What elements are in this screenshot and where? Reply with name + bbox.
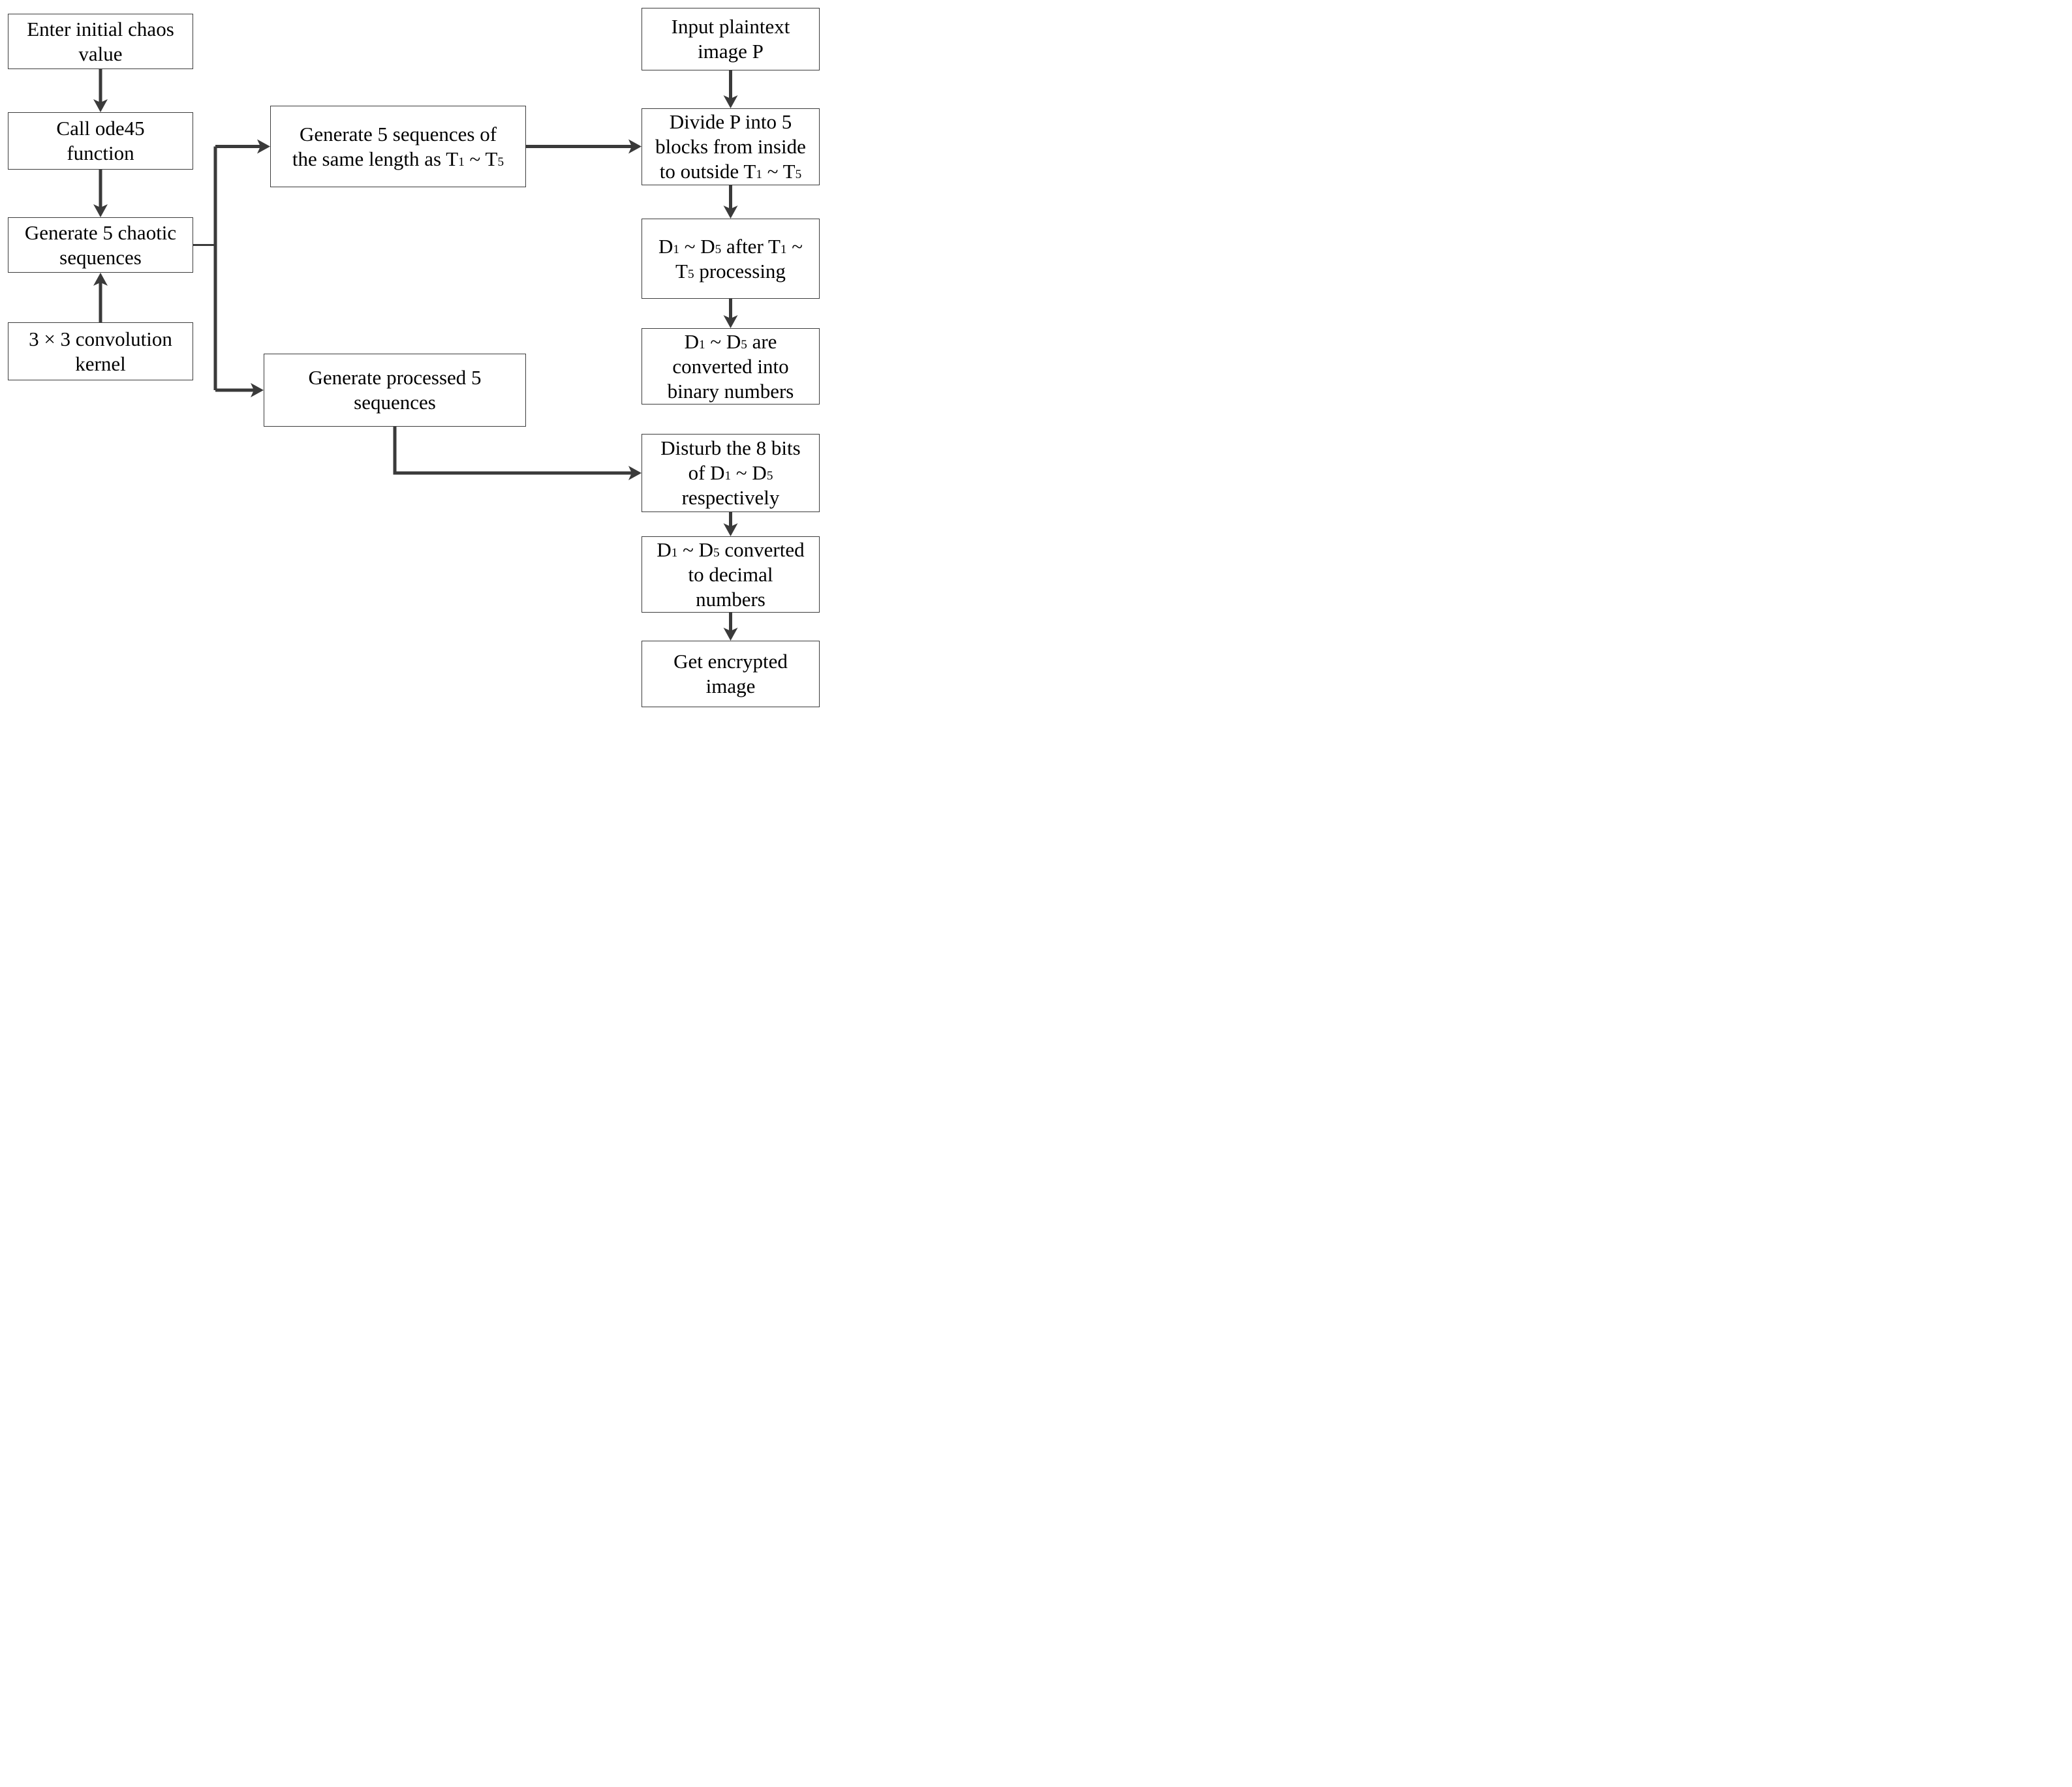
arrow-enter-initial-chaos-to-call-ode45 — [93, 69, 108, 112]
node-text-line: sequences — [354, 391, 436, 414]
node-text-line: Input plaintext — [671, 15, 790, 38]
arrow-d-after-t-to-d-binary — [723, 299, 738, 328]
arrow-input-plaintext-to-divide-p — [723, 70, 738, 108]
flowchart-arrows-layer — [93, 69, 738, 641]
node-text-line: 3 × 3 convolution — [29, 327, 172, 350]
node-text-line: Generate 5 sequences of — [299, 122, 497, 145]
node-text-line: Enter initial chaos — [27, 17, 174, 40]
arrow-d-decimal-to-encrypted-image — [723, 613, 738, 641]
node-text-line: of D1 ~ D5 — [688, 461, 773, 484]
arrow-disturb-bits-to-d-decimal — [723, 512, 738, 536]
node-text-line: Divide P into 5 — [669, 110, 792, 133]
arrow-call-ode45-to-generate-5-chaotic — [93, 170, 108, 217]
node-text-line: Disturb the 8 bits — [660, 436, 801, 459]
node-text-line: D1 ~ D5 are — [684, 329, 777, 353]
node-d-after-t: D1 ~ D5 after T1 ~T5 processing — [642, 219, 820, 299]
arrow-convolution-kernel-to-generate-5-chaotic — [93, 273, 108, 322]
node-text-line: D1 ~ D5 converted — [657, 538, 805, 561]
node-text-line: function — [67, 142, 134, 164]
node-text-line: to outside T1 ~ T5 — [659, 160, 802, 183]
node-text-line: value — [78, 42, 123, 65]
arrow-generate-5-chaotic-to-generate-processed-5 — [193, 244, 264, 397]
node-text-line: Generate 5 chaotic — [24, 221, 177, 244]
node-text-line: kernel — [75, 352, 126, 375]
node-text-line: the same length as T1 ~ T5 — [292, 147, 504, 170]
node-text-line: D1 ~ D5 after T1 ~ — [658, 234, 803, 258]
node-text-line: numbers — [696, 587, 765, 611]
node-text-line: sequences — [59, 245, 142, 269]
node-text-line: Call ode45 — [56, 117, 145, 140]
node-text-line: Get encrypted — [673, 650, 788, 673]
node-text-line: image P — [698, 40, 764, 63]
arrow-generate-5-chaotic-to-generate-5-sequences — [193, 139, 270, 246]
node-text-line: respectively — [681, 486, 780, 509]
node-text-line: T5 processing — [675, 259, 786, 283]
node-text-line: image — [705, 675, 756, 697]
arrow-generate-5-sequences-to-divide-p — [526, 139, 642, 154]
node-text-line: to decimal — [688, 562, 773, 586]
node-text-line: blocks from inside — [655, 135, 806, 158]
node-text-line: binary numbers — [667, 379, 794, 403]
node-text-line: converted into — [672, 354, 789, 378]
arrow-divide-p-to-d-after-t — [723, 185, 738, 219]
arrow-generate-processed-5-to-disturb-bits — [393, 427, 642, 480]
node-text-line: Generate processed 5 — [308, 366, 482, 389]
